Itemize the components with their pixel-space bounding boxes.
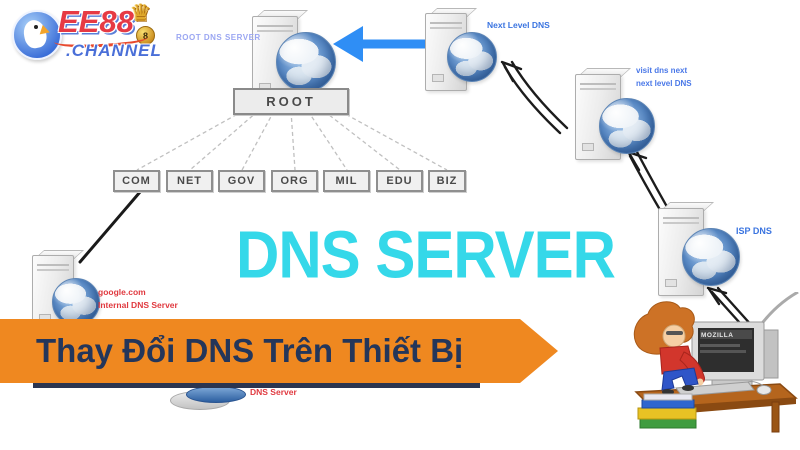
eight-ball-icon: 8 <box>136 26 155 45</box>
root-dns-server <box>251 10 352 100</box>
root-box: ROOT <box>233 88 349 115</box>
second-level-dns-server <box>574 68 675 160</box>
dns-server-watermark: DNS SERVER <box>236 217 616 293</box>
monitor-screen-text: MOZILLA <box>701 332 733 339</box>
internal-dns-label-line2: Internal DNS Server <box>98 300 178 310</box>
second-level-dns-label-line1: visit dns next <box>636 66 688 75</box>
ee88-logo: EE88 ♛ 8 .CHANNEL <box>12 0 172 66</box>
globe-icon <box>52 278 100 326</box>
user-at-computer-illustration: MOZILLA <box>633 292 799 433</box>
globe-icon <box>276 32 336 92</box>
isp-dns-server <box>657 202 758 296</box>
second-level-dns-label-line2: next level DNS <box>636 79 692 88</box>
tld-box-gov: GOV <box>218 170 265 192</box>
parrot-mascot-icon <box>12 10 62 60</box>
crown-icon: ♛ <box>130 0 152 27</box>
crt-monitor-icon: MOZILLA <box>691 321 779 387</box>
isp-dns-label: ISP DNS <box>736 226 772 236</box>
database-cylinder-top-icon <box>186 386 246 403</box>
globe-icon <box>447 32 497 82</box>
internal-dns-server <box>31 250 122 332</box>
tld-box-org: ORG <box>271 170 318 192</box>
com-to-internal-server-line <box>78 190 142 264</box>
logo-brand-text: EE88 <box>58 4 134 39</box>
blue-query-arrow <box>333 26 430 62</box>
eight-ball-number: 8 <box>142 30 148 41</box>
root-dns-server-label: ROOT DNS SERVER <box>176 33 261 42</box>
globe-icon <box>599 98 655 154</box>
next-level-dns-server <box>424 8 515 92</box>
database-label: DNS Server <box>250 387 297 397</box>
root-hierarchy-dashed-lines <box>136 110 448 171</box>
tld-box-edu: EDU <box>376 170 423 192</box>
keyboard-icon <box>675 381 755 397</box>
globe-icon <box>682 228 740 286</box>
power-cable <box>758 292 799 327</box>
internal-dns-label-line1: google.com <box>98 287 146 297</box>
mouse-icon <box>747 381 772 395</box>
tld-box-net: NET <box>166 170 213 192</box>
banner-shadow <box>33 383 480 388</box>
book-stack-icon <box>637 393 697 429</box>
title-banner: Thay Đổi DNS Trên Thiết Bị <box>0 319 558 383</box>
tld-box-mil: MIL <box>323 170 370 192</box>
tld-box-com: COM <box>113 170 160 192</box>
next-level-dns-label: Next Level DNS <box>487 20 550 30</box>
logo-suffix-text: .CHANNEL <box>66 41 162 60</box>
banner-title: Thay Đổi DNS Trên Thiết Bị <box>36 332 464 369</box>
tld-box-biz: BIZ <box>428 170 466 192</box>
